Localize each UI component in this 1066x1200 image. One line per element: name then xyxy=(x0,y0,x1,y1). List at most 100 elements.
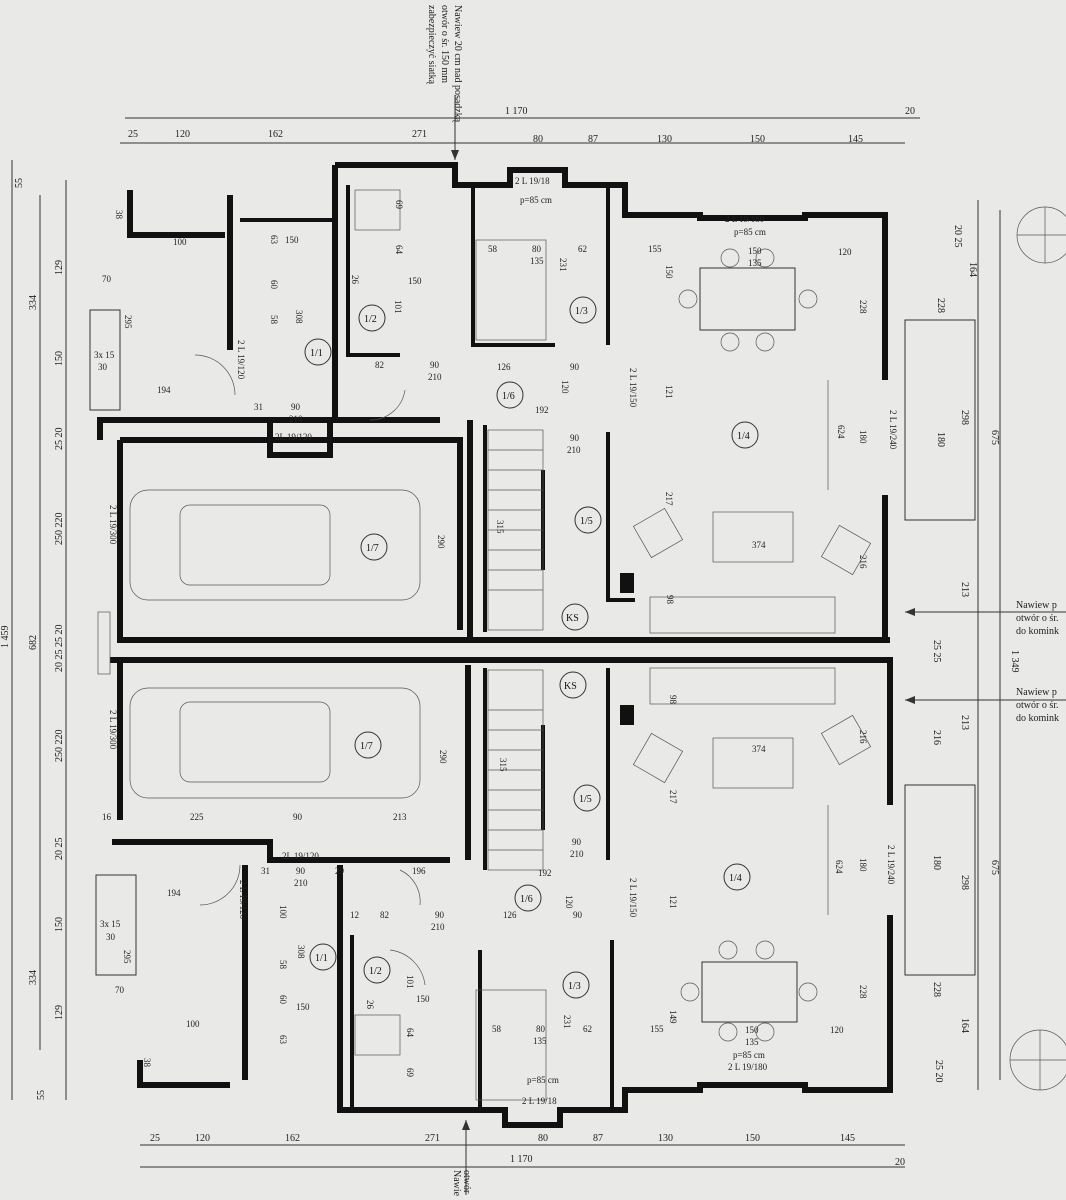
dim-left-7: 250 220 xyxy=(54,730,65,763)
dim-chain-top-2: 120 xyxy=(175,129,190,140)
coffee-table-upper xyxy=(712,511,794,563)
dim-70: 70 xyxy=(102,274,112,284)
car-upper-body xyxy=(129,489,421,601)
chair-icon xyxy=(755,332,775,352)
walls-lower-unit xyxy=(110,657,893,1128)
door-arc xyxy=(199,864,241,906)
dim-180: 180 xyxy=(858,430,868,444)
room-lower-ks: KS xyxy=(564,681,577,692)
dim-150e: 150 xyxy=(296,1002,310,1012)
dim-194: 194 xyxy=(157,385,171,395)
dim-98: 98 xyxy=(665,595,675,605)
dim-290b: 290 xyxy=(438,750,448,764)
dim-213: 213 xyxy=(393,812,407,822)
room-lower-1-5: 1/5 xyxy=(579,794,592,805)
dim-290: 290 xyxy=(436,535,446,549)
dim-120: 120 xyxy=(838,247,852,257)
sofa-upper xyxy=(649,596,836,634)
dim-216b: 216 xyxy=(858,730,868,744)
chair-icon xyxy=(755,248,775,268)
dim-chain-left: 55 129 150 25 20 250 220 20 25 25 20 250… xyxy=(14,178,65,1100)
dim-58b: 58 xyxy=(269,315,279,325)
dim-29: 29 xyxy=(335,866,345,876)
dim-308: 308 xyxy=(294,310,304,324)
dim-right-14: 25 20 xyxy=(933,1060,944,1083)
stairs-upper xyxy=(487,429,544,631)
dim-left-mid-top: 334 xyxy=(28,295,39,310)
armchair-icon xyxy=(632,732,684,784)
dim-69: 69 xyxy=(394,200,404,210)
dim-135: 135 xyxy=(530,256,544,266)
dim-chain-top-9: 145 xyxy=(848,134,863,145)
room-upper-1-2: 1/2 xyxy=(364,314,377,325)
dim-60b: 60 xyxy=(278,995,288,1005)
dim-chain-bottom: 25 120 162 271 80 87 130 150 145 xyxy=(150,1133,855,1144)
dim-chain-top-1: 25 xyxy=(128,129,138,140)
wall-upper-left-a xyxy=(240,165,338,423)
dim-31: 31 xyxy=(254,402,263,412)
kitchen-counter-lower xyxy=(475,989,547,1101)
room-upper-1-7: 1/7 xyxy=(366,543,379,554)
dim-38b: 38 xyxy=(142,1058,152,1068)
dim-right-13: 164 xyxy=(959,1018,970,1033)
dim-tail-top: 20 xyxy=(905,106,915,117)
dim-90g: 90 xyxy=(572,837,582,847)
room-marker xyxy=(573,784,601,812)
chair-icon xyxy=(755,940,775,960)
dining-upper xyxy=(678,248,818,352)
wall-lower-bottom xyxy=(337,865,893,1128)
umbrella-icon xyxy=(1009,1029,1066,1091)
room-labels-lower: 1/1 1/2 1/3 1/4 1/5 1/6 1/7 KS xyxy=(309,671,751,999)
dim-left-8: 20 25 xyxy=(54,838,65,861)
dim-chain-top: 25 120 162 271 80 87 130 150 145 xyxy=(128,129,863,145)
dim-217b: 217 xyxy=(668,790,678,804)
vent-right-1-head xyxy=(905,608,915,616)
vent-note-top-line2: otwór o śr. 150 mm xyxy=(439,5,450,83)
dim-chain-bottom-6: 87 xyxy=(593,1133,603,1144)
room-marker xyxy=(360,533,388,561)
dim-chain-bottom-3: 162 xyxy=(285,1133,300,1144)
dim-228b: 228 xyxy=(858,985,868,999)
chair-icon xyxy=(720,332,740,352)
dim-295b: 295 xyxy=(122,950,132,964)
wall-upper-inner-3 xyxy=(471,185,555,347)
dim-right-outer-top: 675 xyxy=(989,430,1000,445)
room-lower-1-7: 1/7 xyxy=(360,741,373,752)
dining-table-upper xyxy=(699,267,796,331)
lintel-upper-p85-b: p=85 cm xyxy=(734,227,766,237)
dim-120b: 120 xyxy=(560,380,570,394)
room-lower-1-2: 1/2 xyxy=(369,966,382,977)
dim-82b: 82 xyxy=(380,910,389,920)
dim-150: 150 xyxy=(748,246,762,256)
room-upper-1-6: 1/6 xyxy=(502,391,515,402)
dim-90h: 90 xyxy=(435,910,445,920)
dim-217: 217 xyxy=(664,492,674,506)
dim-210e: 210 xyxy=(570,849,584,859)
dim-right-3: 228 xyxy=(935,298,946,313)
dim-90b: 90 xyxy=(570,362,580,372)
dim-30b: 30 xyxy=(106,932,116,942)
dim-right-7: 25 25 xyxy=(931,640,942,663)
dim-left-9: 150 xyxy=(54,917,65,932)
dim-chain-bottom-4: 271 xyxy=(425,1133,440,1144)
wall-lower-top xyxy=(110,657,893,805)
lintel-upper-180: 2 L 19/180 xyxy=(725,214,765,224)
living-lower xyxy=(632,667,872,789)
dim-tail-bottom: 20 xyxy=(895,1157,905,1168)
dim-315: 315 xyxy=(495,520,505,534)
dim-right-12: 228 xyxy=(931,982,942,997)
lintel-lower-p85-b: p=85 cm xyxy=(733,1050,765,1060)
inner-dims-upper: 58 80 62 135 155 150 135 120 150 100 70 … xyxy=(94,200,868,605)
dim-chain-top-8: 150 xyxy=(750,134,765,145)
sofa-lower xyxy=(649,667,836,705)
dim-90: 90 xyxy=(430,360,440,370)
lintel-upper-120: 2 L 19/120 xyxy=(236,340,246,380)
dim-180b: 180 xyxy=(858,858,868,872)
lintel-lower-240: 2 L 19/240 xyxy=(886,845,896,885)
room-upper-1-5: 1/5 xyxy=(580,516,593,527)
lintel-upper-18: 2 L 19/18 xyxy=(515,176,550,186)
door-arc xyxy=(194,354,236,396)
vent-right-2-head xyxy=(905,696,915,704)
dim-374: 374 xyxy=(752,540,766,550)
